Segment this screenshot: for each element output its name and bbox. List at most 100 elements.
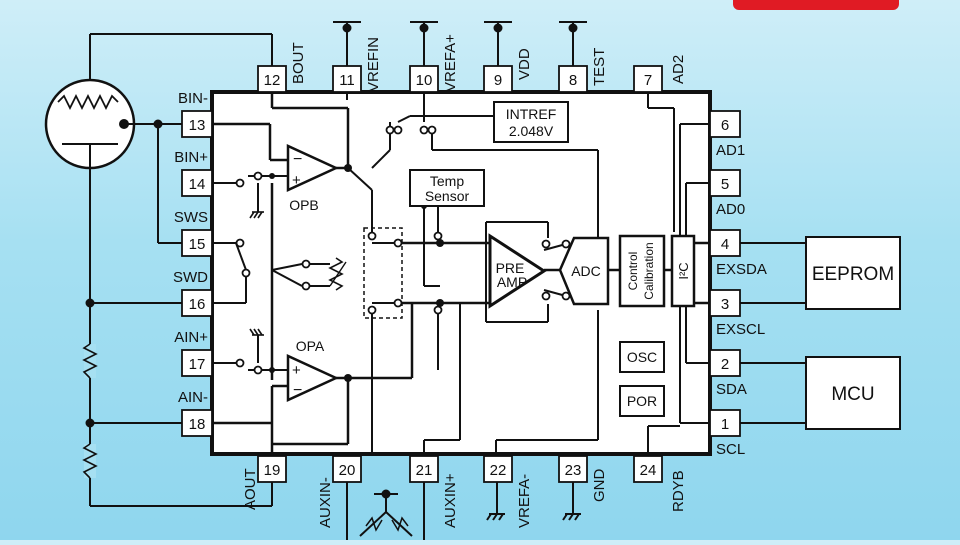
pin-2: 2 SDA — [709, 349, 747, 398]
intref-block: INTREF 2.048V — [493, 101, 569, 143]
pin-10-number: 10 — [416, 72, 433, 89]
pin-24-number: 24 — [640, 462, 657, 479]
pin-11: 11 VREFIN — [332, 37, 382, 93]
pin-7-label: AD2 — [670, 55, 687, 84]
pin-1-number: 1 — [721, 416, 729, 433]
intref-voltage: 2.048V — [509, 123, 554, 139]
pin-19-label: AOUT — [242, 468, 259, 510]
pin-2-label: SDA — [716, 381, 747, 398]
control-label: Control — [626, 252, 640, 291]
pin-22: 22 VREFA- — [483, 455, 533, 528]
eeprom-block: EEPROM — [805, 236, 901, 310]
pin-3-label: EXSCL — [716, 321, 765, 338]
pin-11-number: 11 — [339, 72, 355, 89]
pin-19-number: 19 — [264, 462, 281, 479]
pin-12-number: 12 — [264, 72, 281, 89]
pin-16-number: 16 — [189, 296, 206, 313]
pin-23-label: GND — [591, 469, 608, 503]
pin-4-number: 4 — [721, 236, 729, 253]
pin-4: 4 EXSDA — [709, 229, 767, 278]
pin-3-number: 3 — [721, 296, 729, 313]
preamp-label-2: AMP — [497, 274, 527, 290]
pin-18-label: AIN- — [178, 389, 208, 406]
svg-text:+: + — [292, 172, 301, 189]
pin-7: 7 AD2 — [633, 55, 687, 93]
pin-21-number: 21 — [416, 462, 433, 479]
pin-19: 19 AOUT — [242, 455, 287, 510]
pin-7-number: 7 — [644, 72, 652, 89]
opb-amplifier: − + OPB — [286, 144, 340, 213]
pin-11-label: VREFIN — [365, 37, 382, 92]
pin-14: 14 BIN+ — [174, 149, 213, 197]
pin-20-number: 20 — [339, 462, 356, 479]
mcu-block: MCU — [805, 356, 901, 430]
pin-17: 17 AIN+ — [174, 329, 213, 377]
intref-label: INTREF — [506, 106, 557, 122]
preamp-block: PRE AMP — [488, 233, 547, 309]
pin-10-label: VREFA+ — [442, 34, 459, 92]
pin-20-label: AUXIN- — [317, 477, 334, 528]
pin-21-label: AUXIN+ — [442, 473, 459, 528]
mcu-label: MCU — [831, 384, 874, 405]
pin-13-label: BIN- — [178, 90, 208, 107]
pin-24-label: RDYB — [670, 470, 687, 512]
pin-5-number: 5 — [721, 176, 729, 193]
pin-17-number: 17 — [189, 356, 206, 373]
pin-1-label: SCL — [716, 441, 745, 458]
pin-6: 6 AD1 — [709, 110, 745, 159]
opb-label: OPB — [289, 197, 319, 213]
pin-20: 20 AUXIN- — [317, 455, 362, 528]
pin-14-label: BIN+ — [174, 149, 208, 166]
pin-18-number: 18 — [189, 416, 206, 433]
pin-22-label: VREFA- — [516, 474, 533, 528]
adc-block: ADC — [558, 236, 610, 306]
pin-6-label: AD1 — [716, 142, 745, 159]
pin-22-number: 22 — [490, 462, 507, 479]
pin-5: 5 AD0 — [709, 169, 745, 218]
i2c-block: I²C — [670, 234, 696, 308]
opa-amplifier: + − OPA — [286, 338, 340, 402]
pin-4-label: EXSDA — [716, 261, 767, 278]
temp-sensor-block: Temp Sensor — [409, 169, 485, 207]
pin-12: 12 BOUT — [257, 42, 307, 93]
pin-15-label: SWS — [174, 209, 208, 226]
brand-banner — [733, 0, 899, 10]
svg-text:−: − — [293, 382, 302, 399]
eeprom-label: EEPROM — [812, 264, 894, 285]
pin-23-number: 23 — [565, 462, 582, 479]
pin-16: 16 SWD — [173, 269, 213, 317]
pin-18: 18 AIN- — [178, 389, 213, 437]
pin-1: 1 SCL — [709, 409, 745, 458]
pin-9-number: 9 — [494, 72, 502, 89]
pin-6-number: 6 — [721, 117, 729, 134]
por-label: POR — [627, 393, 657, 409]
opa-label: OPA — [296, 338, 325, 354]
pin-2-number: 2 — [721, 356, 729, 373]
temp-label: Temp — [430, 173, 464, 189]
pin-13: 13 BIN- — [178, 90, 213, 138]
pin-9: 9 VDD — [483, 48, 533, 93]
pin-8: 8 TEST — [558, 48, 608, 93]
pin-17-label: AIN+ — [174, 329, 208, 346]
osc-label: OSC — [627, 349, 657, 365]
control-calibration-block: Control Calibration — [618, 234, 666, 308]
pin-14-number: 14 — [189, 176, 206, 193]
preamp-label-1: PRE — [496, 260, 525, 276]
osc-block: OSC — [619, 341, 665, 373]
adc-label: ADC — [571, 263, 601, 279]
i2c-label: I²C — [676, 262, 691, 279]
pin-12-label: BOUT — [290, 42, 307, 84]
svg-text:+: + — [292, 362, 301, 379]
pin-13-number: 13 — [189, 117, 206, 134]
pin-24: 24 RDYB — [633, 455, 687, 512]
pin-21: 21 AUXIN+ — [409, 455, 459, 528]
pin-15-number: 15 — [189, 236, 206, 253]
calibration-label: Calibration — [642, 242, 656, 299]
pin-15: 15 SWS — [174, 209, 213, 257]
por-block: POR — [619, 385, 665, 417]
pin-16-label: SWD — [173, 269, 208, 286]
svg-text:−: − — [293, 151, 302, 168]
sensor-label: Sensor — [425, 188, 470, 204]
